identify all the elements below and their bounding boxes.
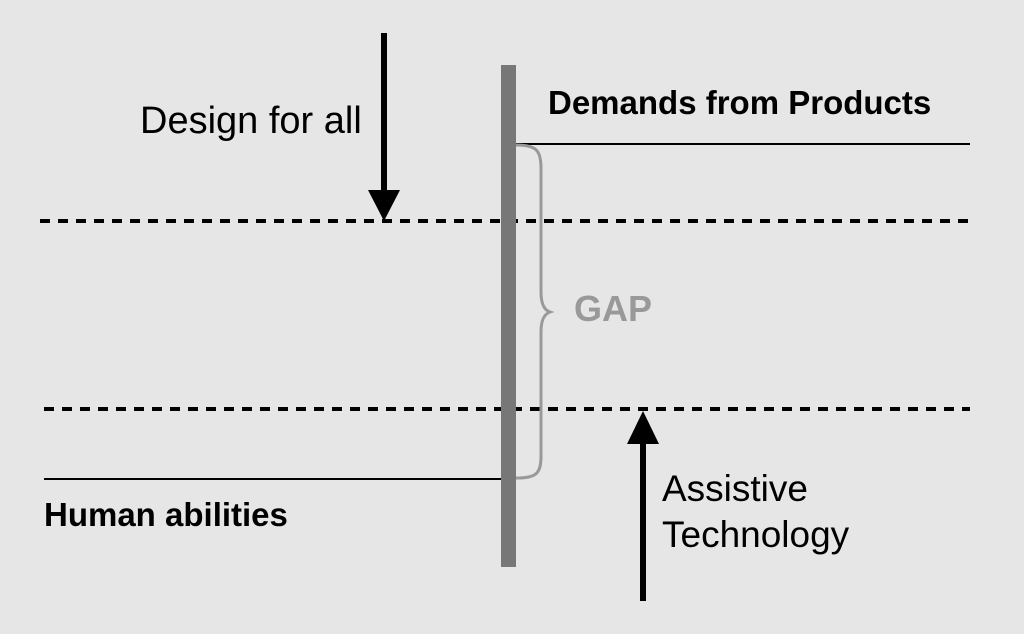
assistive-technology-label-line1: Assistive (662, 468, 808, 509)
demands-from-products-label: Demands from Products (548, 84, 932, 121)
human-abilities-label: Human abilities (44, 496, 288, 533)
design-for-all-label: Design for all (140, 100, 362, 142)
assistive-technology-arrow-head (627, 411, 659, 444)
gap-brace (515, 143, 555, 480)
assistive-technology-label: Assistive Technology (662, 466, 849, 558)
assistive-technology-label-line2: Technology (662, 514, 850, 555)
central-bar (501, 65, 516, 567)
gap-label: GAP (574, 288, 653, 329)
design-for-all-arrow-head (368, 190, 400, 221)
